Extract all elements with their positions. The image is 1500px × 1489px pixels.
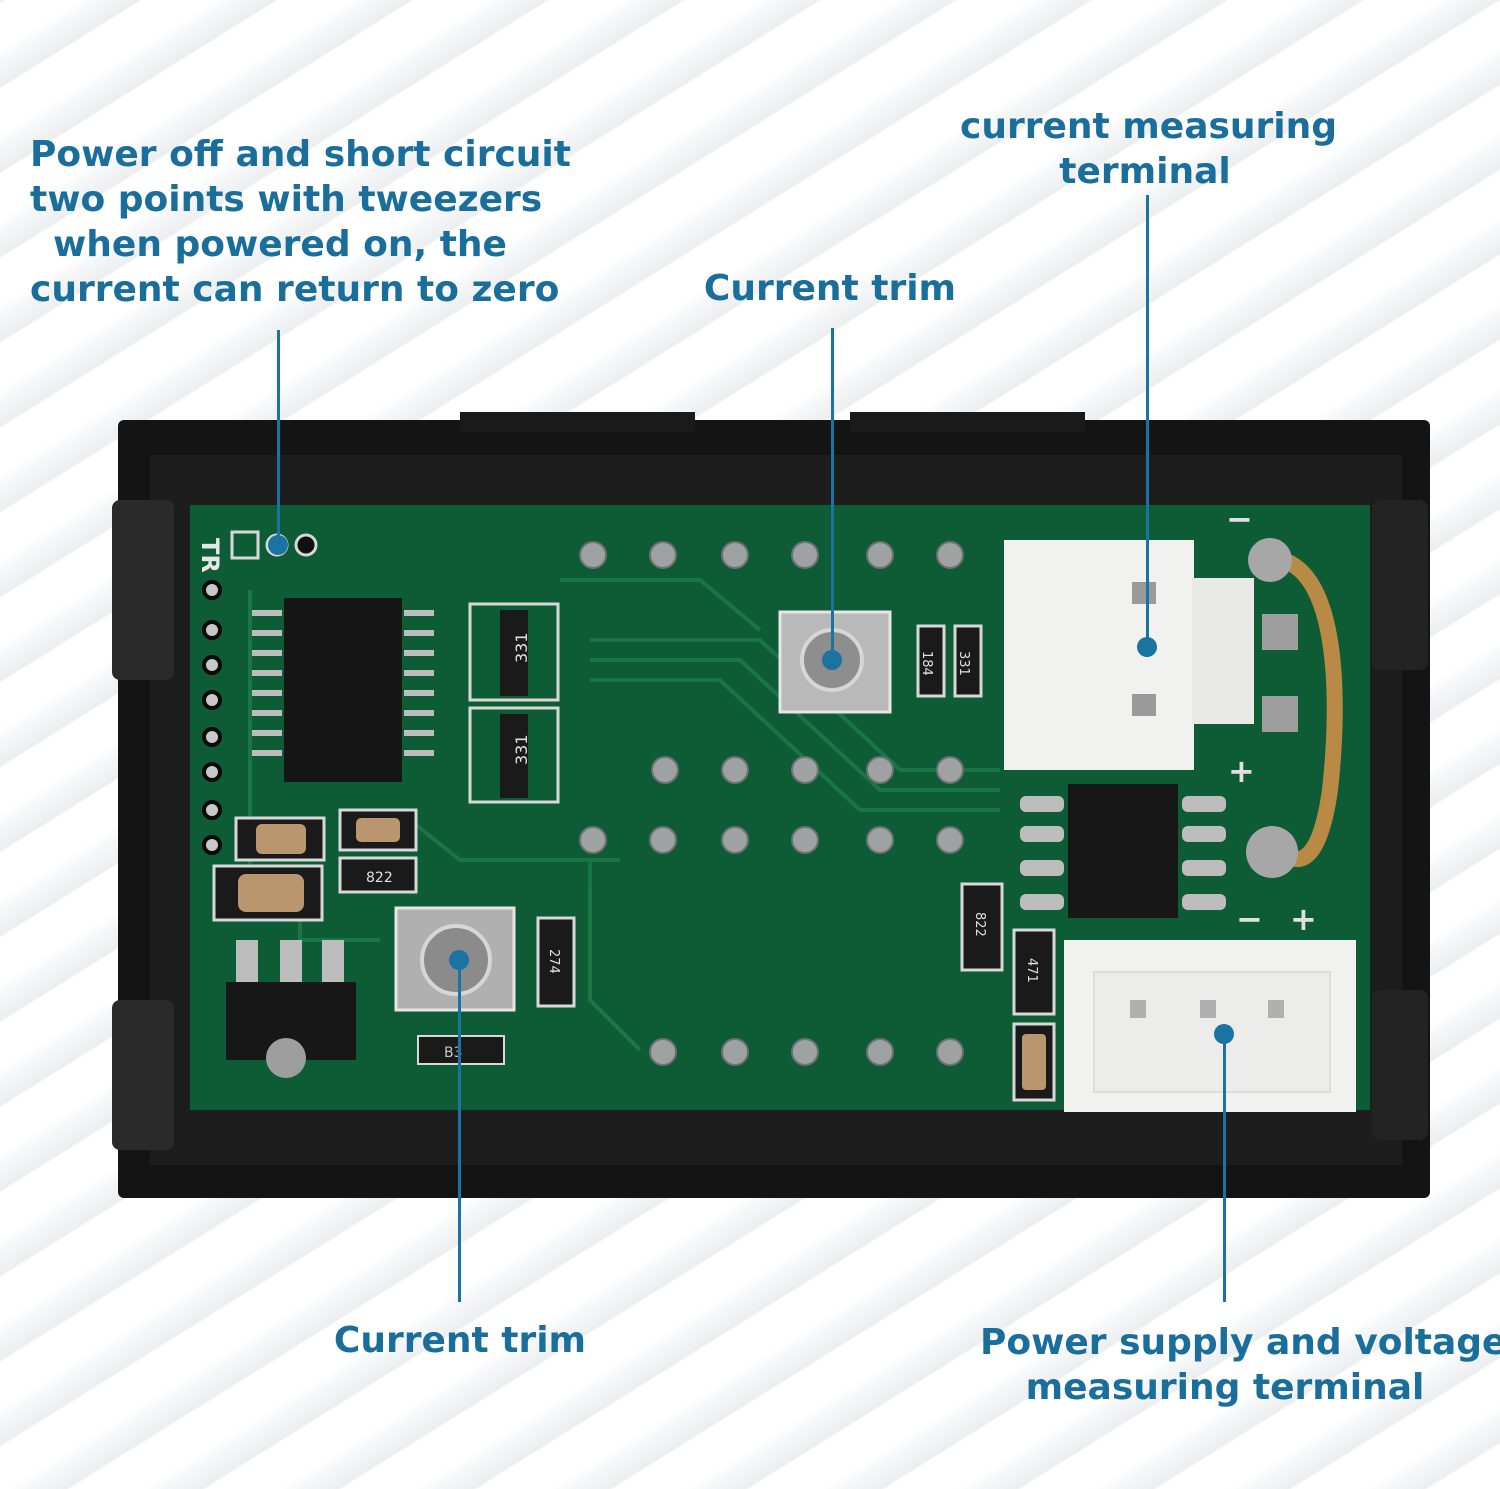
resistor-d-mark: 274 [546, 949, 561, 974]
capacitor-4-body [1022, 1034, 1046, 1090]
power-terminal-inner [1093, 971, 1331, 1093]
annotation-current-trim-bottom-text: Current trim [333, 1320, 587, 1361]
resistor-f [1012, 928, 1056, 1016]
resistor-e-mark: 822 [972, 912, 987, 937]
shunt-wire [1269, 550, 1343, 867]
resistor-e [960, 882, 1004, 972]
current-terminal-connector [1004, 540, 1194, 770]
annotation-short-circuit-line-2: two points with tweezers [30, 179, 543, 220]
resistor-array-1-mark: 331 [512, 632, 531, 663]
pcb-minus-bottom: − [1236, 900, 1263, 938]
shunt-pad-1 [1262, 614, 1298, 650]
leader-line-short-circuit [277, 330, 280, 545]
leader-line-current-terminal [1146, 195, 1149, 647]
capacitor-1-body [256, 824, 306, 854]
housing-left-clip-top [112, 500, 174, 680]
housing-left-clip-bottom [112, 1000, 174, 1150]
leader-dot-current-trim-bottom [449, 950, 469, 970]
resistor-array-1 [500, 610, 528, 696]
leader-dot-current-terminal [1137, 637, 1157, 657]
housing-right-clip-bottom [1372, 990, 1428, 1140]
main-ic-pins [252, 610, 434, 756]
power-terminal-pin-2 [1200, 1000, 1216, 1018]
resistor-b [953, 624, 983, 698]
annotation-current-trim-bottom: Current trim [330, 1318, 590, 1363]
annotation-current-terminal: current measuring terminal [960, 104, 1338, 194]
shunt-solder-bottom [1246, 826, 1298, 878]
leader-dot-current-trim-top [822, 650, 842, 670]
annotation-short-circuit-line-4: current can return to zero [30, 269, 560, 310]
resistor-d [536, 916, 576, 1008]
op-amp-ic [1068, 784, 1178, 918]
annotation-current-terminal-line-2: terminal [1059, 151, 1231, 192]
housing-right-clip-top [1372, 500, 1428, 670]
leader-line-current-trim-top [831, 328, 834, 660]
current-terminal-latch [1192, 578, 1254, 724]
housing-top-tab-2 [850, 412, 1085, 432]
leader-dot-short-circuit [268, 535, 288, 555]
resistor-c-mark: 822 [366, 870, 393, 886]
resistor-array-outline-2 [468, 706, 560, 804]
power-terminal-pin-3 [1268, 1000, 1284, 1018]
pcb-plus-top: + [1228, 752, 1255, 790]
leader-line-current-trim-bottom [458, 960, 461, 1302]
header-label: TR [196, 538, 224, 573]
main-ic [284, 598, 402, 782]
annotation-short-circuit-line-1: Power off and short circuit [30, 134, 571, 175]
zero-pad-2 [294, 533, 318, 557]
resistor-array-2-mark: 331 [512, 734, 531, 765]
regulator-solder [266, 1038, 306, 1078]
diode [417, 1035, 505, 1065]
housing-top-tab-1 [460, 412, 695, 432]
resistor-c [338, 856, 418, 894]
resistor-a-mark: 184 [919, 651, 934, 676]
pcb-plus-bottom: + [1290, 900, 1317, 938]
pcb-minus-top: − [1226, 500, 1253, 538]
regulator-legs [236, 940, 344, 982]
annotation-short-circuit-line-3: when powered on, the [53, 224, 507, 265]
shunt-solder-top [1248, 538, 1292, 582]
op-amp-pins [1020, 796, 1226, 910]
power-terminal-pin-1 [1130, 1000, 1146, 1018]
annotation-current-trim-top: Current trim [700, 266, 960, 311]
shunt-pad-2 [1262, 696, 1298, 732]
current-terminal-pin-1 [1132, 582, 1156, 604]
resistor-a [916, 624, 946, 698]
leader-line-power-terminal [1223, 1034, 1226, 1302]
resistor-array-2 [500, 714, 528, 798]
annotation-power-terminal: Power supply and voltage measuring termi… [980, 1320, 1500, 1410]
header-pins [202, 580, 222, 855]
annotation-current-trim-top-text: Current trim [703, 268, 957, 309]
capacitor-3-body [238, 874, 304, 912]
current-terminal-pin-2 [1132, 694, 1156, 716]
annotation-current-terminal-line-1: current measuring [960, 106, 1338, 147]
resistor-array-outline-1 [468, 602, 560, 702]
annotation-power-terminal-line-1: Power supply and voltage [980, 1322, 1500, 1363]
resistor-b-mark: 331 [956, 651, 971, 676]
capacitor-2-body [356, 818, 400, 842]
display-pins [579, 541, 964, 1066]
leader-dot-power-terminal [1214, 1024, 1234, 1044]
resistor-f-mark: 471 [1024, 958, 1039, 983]
diode-mark: B3 [444, 1045, 463, 1061]
zero-pad-square [230, 530, 260, 560]
annotation-short-circuit: Power off and short circuit two points w… [30, 132, 571, 312]
annotation-power-terminal-line-2: measuring terminal [1025, 1367, 1425, 1408]
